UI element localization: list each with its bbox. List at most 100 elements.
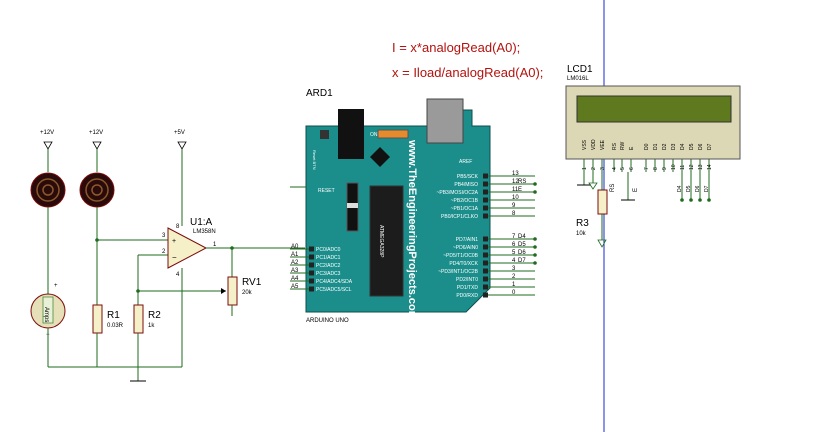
digital-pin-func: ~PB2/OC1B	[451, 198, 479, 204]
analog-pin-name: A1	[291, 252, 299, 258]
lcd-pin-name: D6	[698, 143, 704, 150]
analog-pin-func: PC0/ADC0	[316, 247, 341, 253]
supply-12v-2: +12V	[89, 130, 103, 172]
lcd-pin-num: 1	[582, 167, 588, 170]
svg-text:+: +	[172, 238, 176, 245]
digital-pin-num: 8	[512, 211, 516, 217]
digital-pin-num: 3	[512, 266, 516, 272]
net-label: D5	[518, 242, 526, 248]
svg-text:3: 3	[162, 233, 166, 239]
lcd-net-rs: RS	[610, 184, 616, 192]
analog-pin-name: A3	[291, 268, 299, 274]
lcd-data-net-label: D6	[695, 185, 701, 192]
analog-pin-name: A0	[291, 244, 299, 250]
power-jack	[338, 109, 364, 159]
net-junction	[707, 198, 711, 202]
lcd-pin-name: D2	[662, 143, 668, 150]
analog-pin-func: PC5/ADC5/SCL	[316, 287, 352, 293]
opamp-u1a: + − 3 2 1 8 4 U1:A LM358N	[162, 217, 217, 278]
digital-pin-socket	[483, 244, 488, 250]
digital-pin-socket	[483, 213, 488, 219]
arduino-board: ON Reset BTN ATMEGA328P www.TheEngineeri…	[305, 98, 491, 324]
digital-pin-func: ~PD5/T1/OC0B	[443, 253, 479, 259]
svg-text:4: 4	[176, 272, 180, 278]
lcd-model: LM016L	[567, 76, 589, 82]
digital-pin-socket	[483, 268, 488, 274]
svg-text:+12V: +12V	[89, 130, 103, 136]
lcd-pin-name: RW	[620, 141, 626, 150]
digital-pin-num: 0	[512, 290, 516, 296]
net-label: RS	[518, 179, 526, 185]
digital-pin-socket	[483, 276, 488, 282]
digital-pin-num: 6	[512, 242, 516, 248]
resistor-r1: R1 0.03R	[92, 304, 124, 367]
digital-pin-socket	[483, 197, 488, 203]
analog-pin-name: A2	[291, 260, 299, 266]
lcd-pin-name: RS	[612, 142, 618, 150]
digital-pin-num: 9	[512, 203, 516, 209]
digital-pin-func: PB5/SCK	[457, 174, 479, 180]
lcd-net-e: E	[633, 188, 639, 192]
lcd-pin-group: VSS1VDD2VEE3RS4RW5E6D07D18D29D310D411D51…	[582, 139, 713, 172]
svg-text:8: 8	[176, 224, 180, 230]
digital-pin-func: PB0/ICP1/CLKO	[441, 214, 478, 220]
lcd-data-net-label: D5	[686, 185, 692, 192]
analog-pin-name: A5	[291, 284, 299, 290]
analog-pin-socket	[309, 286, 314, 292]
digital-pin-socket	[483, 252, 488, 258]
lcd-pin-num: 12	[689, 164, 695, 170]
lcd-pin-name: D3	[671, 143, 677, 150]
analog-pin-socket	[309, 254, 314, 260]
svg-text:−: −	[172, 253, 177, 262]
digital-pin-func: ~PD3/INT1/OC2B	[438, 269, 479, 275]
net-junction	[533, 182, 537, 186]
digital-pin-num: 1	[512, 282, 516, 288]
svg-text:Amps: Amps	[43, 307, 49, 322]
atmega-chip	[369, 185, 404, 297]
lcd-pin-name: VDD	[591, 139, 597, 150]
net-label: D4	[518, 234, 526, 240]
lcd-data-net-label: D4	[677, 185, 683, 192]
digital-pin-num: 5	[512, 250, 516, 256]
svg-text:RESET: RESET	[318, 188, 335, 194]
lcd-pin-num: 8	[653, 167, 659, 170]
svg-text:0.03R: 0.03R	[107, 323, 124, 329]
svg-text:Reset BTN: Reset BTN	[312, 150, 317, 170]
ammeter: + Amps −	[30, 283, 66, 367]
lcd-pin-name: D4	[680, 143, 686, 150]
svg-text:+5V: +5V	[174, 130, 185, 136]
net-junction	[533, 253, 537, 257]
lcd-pin-num: 11	[680, 165, 686, 170]
digital-pin-num: 13	[512, 171, 519, 177]
svg-text:20k: 20k	[242, 290, 253, 296]
resistor-r3: R3 10k	[576, 172, 608, 248]
arduino-ref: ARD1	[306, 88, 333, 99]
supply-5v: +5V	[174, 130, 187, 226]
potentiometer-rv1: RV1 20k	[221, 248, 262, 316]
lcd-pin-name: E	[629, 146, 635, 150]
svg-text:ATMEGA328P: ATMEGA328P	[378, 225, 384, 258]
digital-pin-socket	[483, 292, 488, 298]
arduino-footer: ARDUINO UNO	[306, 318, 349, 324]
digital-pin-func: PD1/TXD	[457, 285, 479, 291]
svg-text:ON: ON	[370, 132, 378, 138]
analog-pin-socket	[309, 270, 314, 276]
svg-text:R3: R3	[576, 218, 589, 229]
net-junction	[533, 245, 537, 249]
lcd-ground	[577, 172, 635, 201]
digital-pin-func: ~PB1/OC1A	[451, 206, 479, 212]
analog-pin-func: PC4/ADC4/SDA	[316, 279, 353, 285]
net-junction	[698, 198, 702, 202]
digital-pin-func: ~PD6/AIN0	[453, 245, 478, 251]
net-junction	[533, 261, 537, 265]
lcd-pin-num: 2	[591, 167, 597, 170]
digital-pin-num: 4	[512, 258, 516, 264]
opamp-model: LM358N	[193, 229, 216, 235]
digital-pin-socket	[483, 260, 488, 266]
analog-pin-socket	[309, 246, 314, 252]
analog-pin-func: PC3/ADC3	[316, 271, 341, 277]
digital-pin-socket	[483, 173, 488, 179]
net-label: E	[518, 187, 522, 193]
